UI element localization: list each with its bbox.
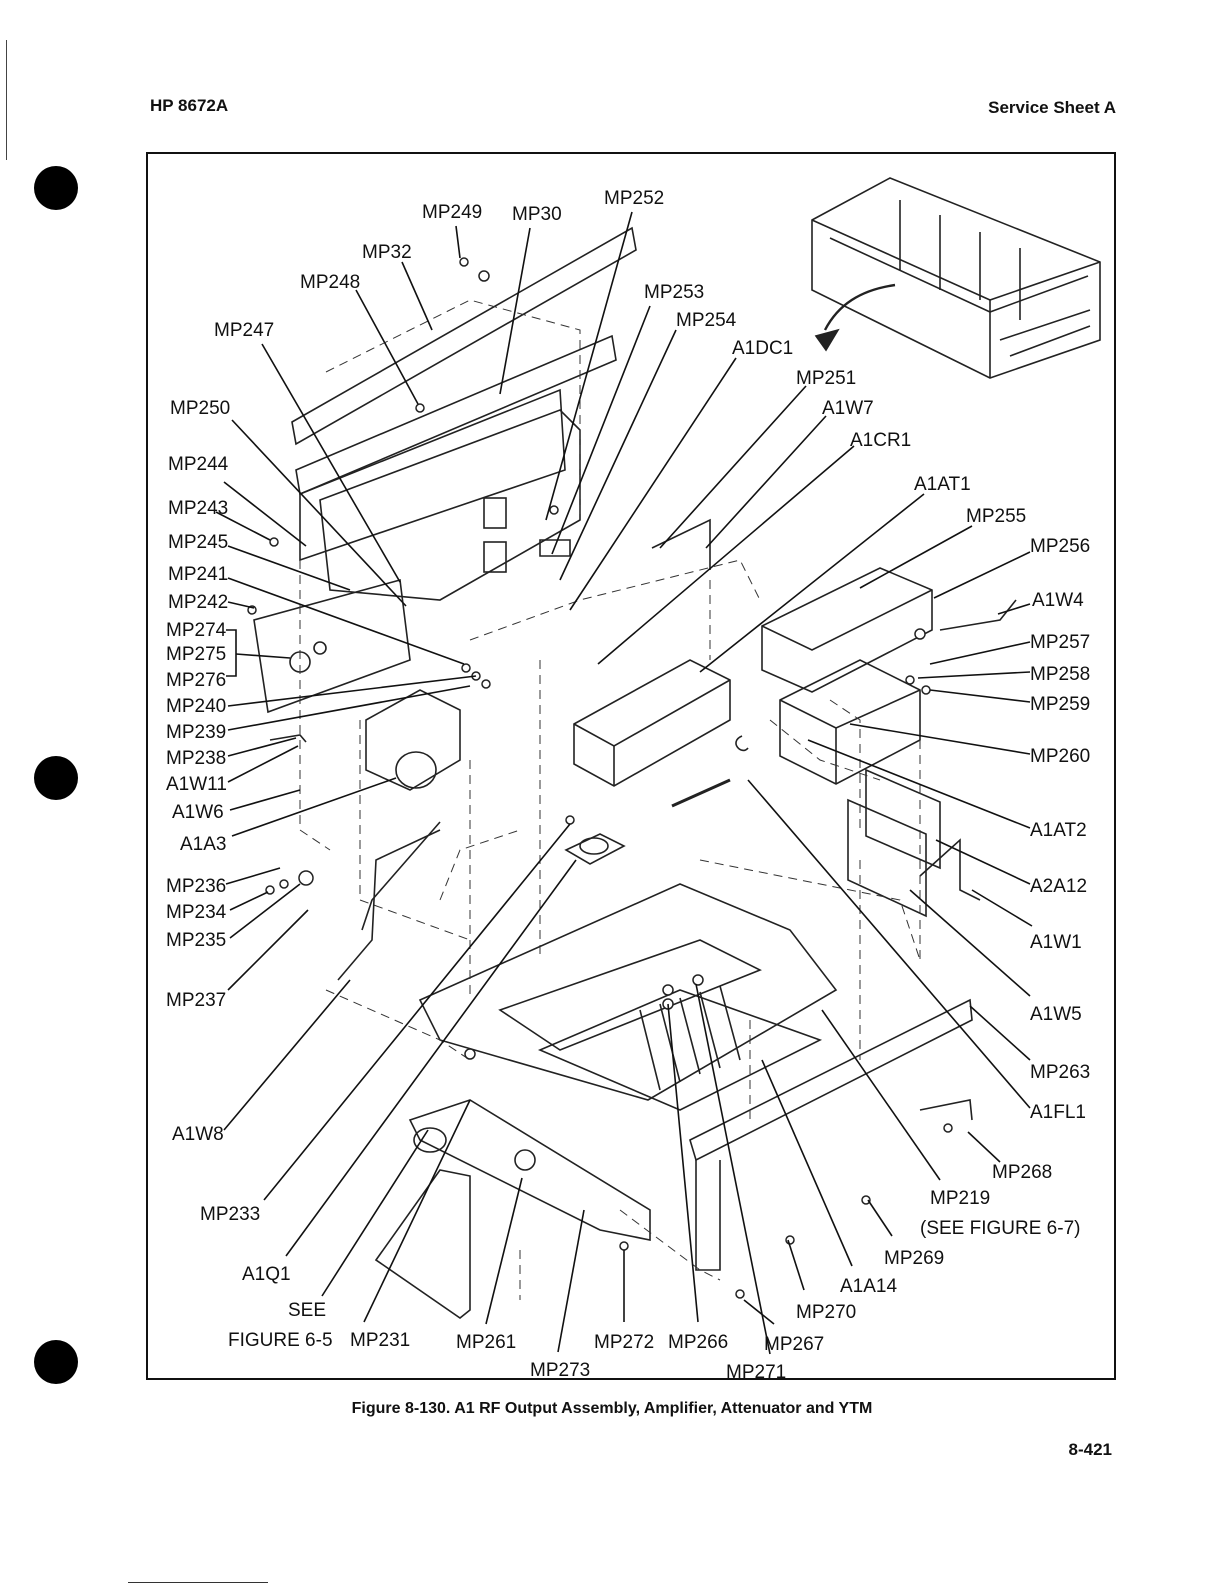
label-a1w1: A1W1 <box>1030 932 1082 953</box>
label-a1w4: A1W4 <box>1032 590 1084 611</box>
cable-a1w7 <box>651 518 711 570</box>
scan-edge-line <box>6 40 7 160</box>
label-mp236: MP236 <box>166 876 226 897</box>
label-a1at2: A1AT2 <box>1030 820 1087 841</box>
label-mp259: MP259 <box>1030 694 1090 715</box>
label-mp254: MP254 <box>676 310 737 331</box>
label-mp256: MP256 <box>1030 536 1090 557</box>
heatsink-board-a1a14 <box>537 985 823 1111</box>
attenuator-a1at2 <box>779 659 921 785</box>
right-bracket-plate <box>689 998 973 1271</box>
label-mp219: MP219 <box>930 1188 990 1209</box>
label-mp248: MP248 <box>300 272 360 293</box>
callout-leader-lines <box>215 211 1033 1355</box>
label-a1w11: A1W11 <box>166 774 227 795</box>
label-see-figure-6-7: (SEE FIGURE 6-7) <box>920 1218 1080 1239</box>
label-a1q1: A1Q1 <box>242 1264 291 1285</box>
left-side-bracket <box>253 578 411 714</box>
label-mp231: MP231 <box>350 1330 410 1351</box>
attenuator-a1at1 <box>761 567 933 693</box>
amplifier-block-a1a3 <box>269 689 461 791</box>
label-mp250: MP250 <box>170 398 230 419</box>
label-mp251: MP251 <box>796 368 856 389</box>
label-mp30: MP30 <box>512 204 562 225</box>
label-mp268: MP268 <box>992 1162 1052 1183</box>
label-a2a12: A2A12 <box>1030 876 1087 897</box>
label-mp269: MP269 <box>884 1248 944 1269</box>
rear-panel-plate <box>319 409 581 601</box>
label-mp235: MP235 <box>166 930 226 951</box>
label-mp237: MP237 <box>166 990 226 1011</box>
label-mp255: MP255 <box>966 506 1026 527</box>
ytm-box <box>573 659 731 787</box>
label-mp249: MP249 <box>422 202 482 223</box>
label-mp238: MP238 <box>166 748 226 769</box>
label-mp252: MP252 <box>604 188 664 209</box>
label-a1w5: A1W5 <box>1030 1004 1082 1025</box>
label-mp270: MP270 <box>796 1302 856 1323</box>
label-mp273: MP273 <box>530 1360 590 1381</box>
label-mp263: MP263 <box>1030 1062 1090 1083</box>
binder-hole-middle <box>34 756 78 800</box>
label-a1w8: A1W8 <box>172 1124 224 1145</box>
mount-disc-mp233 <box>564 833 626 865</box>
header-section: Service Sheet A <box>988 98 1116 117</box>
label-a1w6: A1W6 <box>172 802 224 823</box>
label-mp241: MP241 <box>168 564 228 585</box>
header-model: HP 8672A <box>150 96 229 115</box>
binder-hole-top <box>34 166 78 210</box>
cable-a1w5 <box>735 735 749 752</box>
filter-a1fl1 <box>671 778 731 808</box>
label-mp240: MP240 <box>166 696 226 717</box>
binder-hole-bottom <box>34 1340 78 1384</box>
label-mp233: MP233 <box>200 1204 260 1225</box>
figure-caption: Figure 8-130. A1 RF Output Assembly, Amp… <box>351 1400 873 1417</box>
board-a2a12 <box>847 768 941 918</box>
label-mp266: MP266 <box>668 1332 728 1353</box>
label-mp271: MP271 <box>726 1362 786 1383</box>
cable-a1w8-body <box>337 829 441 981</box>
label-mp276: MP276 <box>166 670 226 691</box>
label-figure-6-5: FIGURE 6-5 <box>228 1330 333 1351</box>
label-mp257: MP257 <box>1030 632 1090 653</box>
cable-a1w4 <box>939 599 1017 631</box>
base-plate <box>418 883 838 1101</box>
label-mp260: MP260 <box>1030 746 1090 767</box>
cable-a1w8 <box>361 821 441 931</box>
label-a1a3: A1A3 <box>180 834 226 855</box>
label-a1w7: A1W7 <box>822 398 874 419</box>
figure-frame <box>146 152 1116 1380</box>
label-mp274: MP274 <box>166 620 227 641</box>
cable-a1w1 <box>919 838 981 901</box>
label-mp244: MP244 <box>168 454 229 475</box>
label-mp253: MP253 <box>644 282 704 303</box>
label-mp247: MP247 <box>214 320 274 341</box>
label-see: SEE <box>288 1300 326 1321</box>
label-mp261: MP261 <box>456 1332 516 1353</box>
label-a1dc1: A1DC1 <box>732 338 793 359</box>
label-a1cr1: A1CR1 <box>850 430 911 451</box>
label-a1fl1: A1FL1 <box>1030 1102 1086 1123</box>
label-mp243: MP243 <box>168 498 228 519</box>
hardware-fasteners <box>247 257 953 1299</box>
label-a1a14: A1A14 <box>840 1276 897 1297</box>
footer-rule <box>128 1582 268 1583</box>
label-mp258: MP258 <box>1030 664 1090 685</box>
callout-labels: MP249 MP30 MP252 MP32 MP248 MP253 MP254 … <box>166 188 1090 1383</box>
page-number: 8-421 <box>1068 1440 1112 1459</box>
label-mp272: MP272 <box>594 1332 654 1353</box>
label-mp242: MP242 <box>168 592 228 613</box>
label-a1at1: A1AT1 <box>914 474 971 495</box>
label-mp234: MP234 <box>166 902 227 923</box>
dashed-assembly-lines <box>299 299 921 1300</box>
label-mp275: MP275 <box>166 644 226 665</box>
label-mp245: MP245 <box>168 532 228 553</box>
label-mp267: MP267 <box>764 1334 824 1355</box>
label-mp239: MP239 <box>166 722 226 743</box>
label-mp32: MP32 <box>362 242 412 263</box>
chassis-inset-drawing <box>811 177 1101 379</box>
